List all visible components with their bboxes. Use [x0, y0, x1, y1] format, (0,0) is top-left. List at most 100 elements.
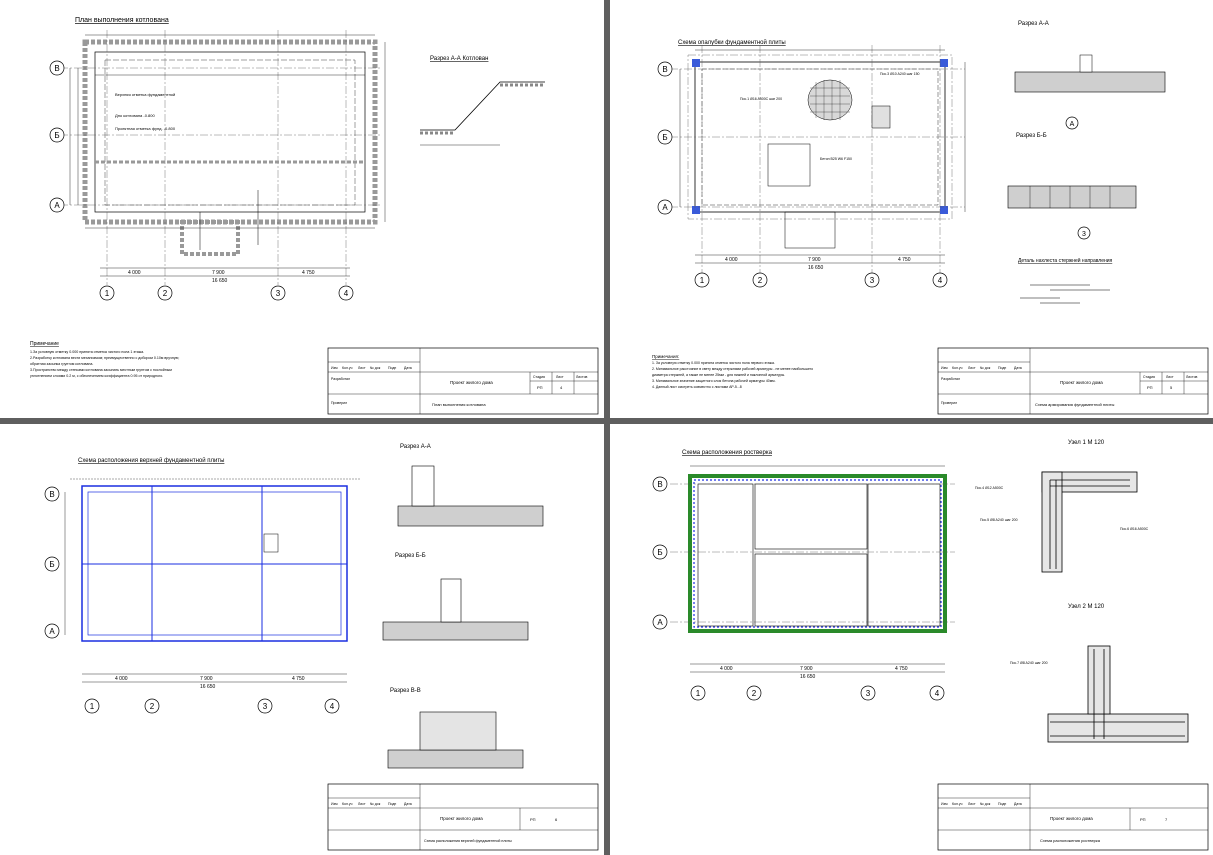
svg-text:Б: Б	[54, 131, 59, 140]
inner-beams	[697, 483, 941, 627]
svg-text:16 650: 16 650	[200, 684, 216, 690]
sheet2-title: Схема опалубки фундаментной плиты	[678, 39, 786, 46]
lap-detail	[1020, 284, 1110, 304]
section-bb-slab	[1007, 185, 1137, 209]
svg-text:Проверил: Проверил	[941, 401, 957, 405]
svg-text:4 000: 4 000	[725, 257, 738, 263]
svg-text:№ док: № док	[980, 802, 991, 806]
svg-text:Разработал: Разработал	[331, 377, 350, 381]
svg-text:Б: Б	[49, 560, 54, 569]
sheet-upper-slab: Схема расположения верхней фундаментной …	[0, 424, 604, 855]
tb-project: Проект жилого дома	[450, 380, 493, 385]
svg-text:В: В	[662, 65, 667, 74]
svg-text:1: 1	[90, 702, 95, 711]
svg-text:В: В	[54, 64, 59, 73]
title-block: Изм Кол.уч Лист № док Подп Дата Разработ…	[937, 347, 1209, 415]
svg-text:4: 4	[330, 702, 335, 711]
svg-text:Кол.уч: Кол.уч	[342, 366, 353, 370]
svg-text:Лист: Лист	[968, 366, 976, 370]
opening	[871, 105, 891, 129]
svg-text:Листов: Листов	[576, 375, 588, 379]
svg-text:16 650: 16 650	[800, 674, 816, 680]
svg-text:Проект жилого дома: Проект жилого дома	[1060, 380, 1103, 385]
svg-text:Подп: Подп	[388, 802, 396, 806]
svg-text:4 750: 4 750	[292, 676, 305, 682]
svg-text:6: 6	[555, 817, 558, 822]
svg-text:Дата: Дата	[1014, 366, 1022, 370]
svg-text:2: 2	[752, 689, 757, 698]
svg-text:4. Данный лист смотреть совмес: 4. Данный лист смотреть совместно с лист…	[652, 385, 742, 389]
axis-number-bubbles: 1 2 3 4	[84, 698, 340, 714]
node2-detail	[1047, 645, 1189, 743]
svg-text:Подп: Подп	[388, 366, 396, 370]
span-total: 16 650	[212, 278, 228, 284]
grillage-rebar-blue	[693, 479, 942, 628]
svg-text:Разработал: Разработал	[941, 377, 960, 381]
mesh-zone	[807, 79, 853, 121]
svg-text:Кол.уч: Кол.уч	[952, 802, 963, 806]
svg-text:А: А	[54, 201, 60, 210]
entry-ramp	[180, 220, 240, 256]
tb-sheet-name: План выполнения котлована	[432, 402, 486, 407]
sheet4-title: Схема расположения ростверка	[682, 450, 773, 456]
title-block: Изм Кол.уч Лист № док Подп Дата Разработ…	[327, 347, 599, 415]
section-bb-title: Разрез Б-Б	[1016, 133, 1047, 139]
svg-text:А: А	[49, 627, 55, 636]
axis-grid	[670, 45, 965, 275]
svg-text:3: 3	[263, 702, 268, 711]
axis-letter-bubbles: В Б А	[49, 60, 65, 213]
svg-text:А: А	[1070, 121, 1075, 128]
pit	[767, 143, 811, 187]
svg-text:Подп: Подп	[998, 366, 1006, 370]
svg-text:Проект жилого дома: Проект жилого дома	[440, 816, 483, 821]
svg-text:16 650: 16 650	[808, 265, 824, 271]
dimension-lines	[64, 492, 347, 683]
svg-text:Изм: Изм	[941, 366, 948, 370]
svg-text:1: 1	[696, 689, 701, 698]
leader-text: Бетон В25 W6 F150	[820, 157, 852, 161]
svg-text:7: 7	[1165, 817, 1168, 822]
svg-text:Изм: Изм	[941, 802, 948, 806]
svg-text:В: В	[657, 480, 662, 489]
svg-text:РП: РП	[530, 817, 536, 822]
svg-text:3: 3	[276, 289, 281, 298]
leader-text: Пос.3 Ø10 A240 шаг 150	[880, 72, 920, 76]
dimension-lines	[69, 34, 386, 277]
dimension-lines	[679, 49, 966, 264]
rebar-lines	[82, 486, 347, 641]
section-vv-title: Разрез В-В	[390, 688, 421, 694]
title-block: Изм Кол.уч Лист № док Подп Дата Проект ж…	[327, 783, 599, 851]
svg-text:Б: Б	[662, 133, 667, 142]
svg-text:№ док: № док	[370, 366, 381, 370]
svg-text:Стадия: Стадия	[1143, 375, 1155, 379]
svg-text:1: 1	[700, 276, 705, 285]
mark-design: Проектная отметка фунд. -0.800	[115, 126, 176, 131]
svg-text:1. За условную отметку 0.000 п: 1. За условную отметку 0.000 принята отм…	[652, 361, 775, 365]
axis-grid	[670, 483, 955, 623]
section-aa-title: Разрез А-А Котлован	[430, 56, 488, 62]
svg-text:Дата: Дата	[1014, 802, 1022, 806]
svg-text:№ док: № док	[370, 802, 381, 806]
svg-text:Б: Б	[657, 548, 662, 557]
mark-top: Верхняя отметка фундаментной	[115, 92, 175, 97]
svg-text:5: 5	[1170, 385, 1173, 390]
svg-text:Листов: Листов	[1186, 375, 1198, 379]
svg-text:Лист: Лист	[556, 375, 564, 379]
svg-text:Схема армирования фундаментной: Схема армирования фундаментной плиты	[1035, 402, 1114, 407]
section-aa-slab	[397, 505, 544, 527]
note-line: уплотнением слоями 0.2 м, с обеспечением…	[30, 374, 163, 378]
svg-text:1: 1	[105, 289, 110, 298]
note-line: 2.Разработку котлована вести механизмом;…	[30, 356, 179, 360]
grillage-outline-green	[688, 474, 947, 633]
axis-number-bubbles: 1 2 3 4	[99, 285, 354, 301]
section-profile	[420, 81, 545, 131]
svg-text:3: 3	[870, 276, 875, 285]
sheet-grillage-scheme: Схема расположения ростверка 4 000 7 900…	[610, 424, 1213, 855]
section-aa-slab	[1014, 71, 1166, 93]
svg-text:4 750: 4 750	[895, 666, 908, 672]
svg-text:Кол.уч: Кол.уч	[952, 366, 963, 370]
section-aa-title: Разрез А-А	[1018, 21, 1049, 27]
svg-text:4: 4	[938, 276, 943, 285]
svg-text:Дата: Дата	[404, 366, 412, 370]
svg-text:3: 3	[866, 689, 871, 698]
